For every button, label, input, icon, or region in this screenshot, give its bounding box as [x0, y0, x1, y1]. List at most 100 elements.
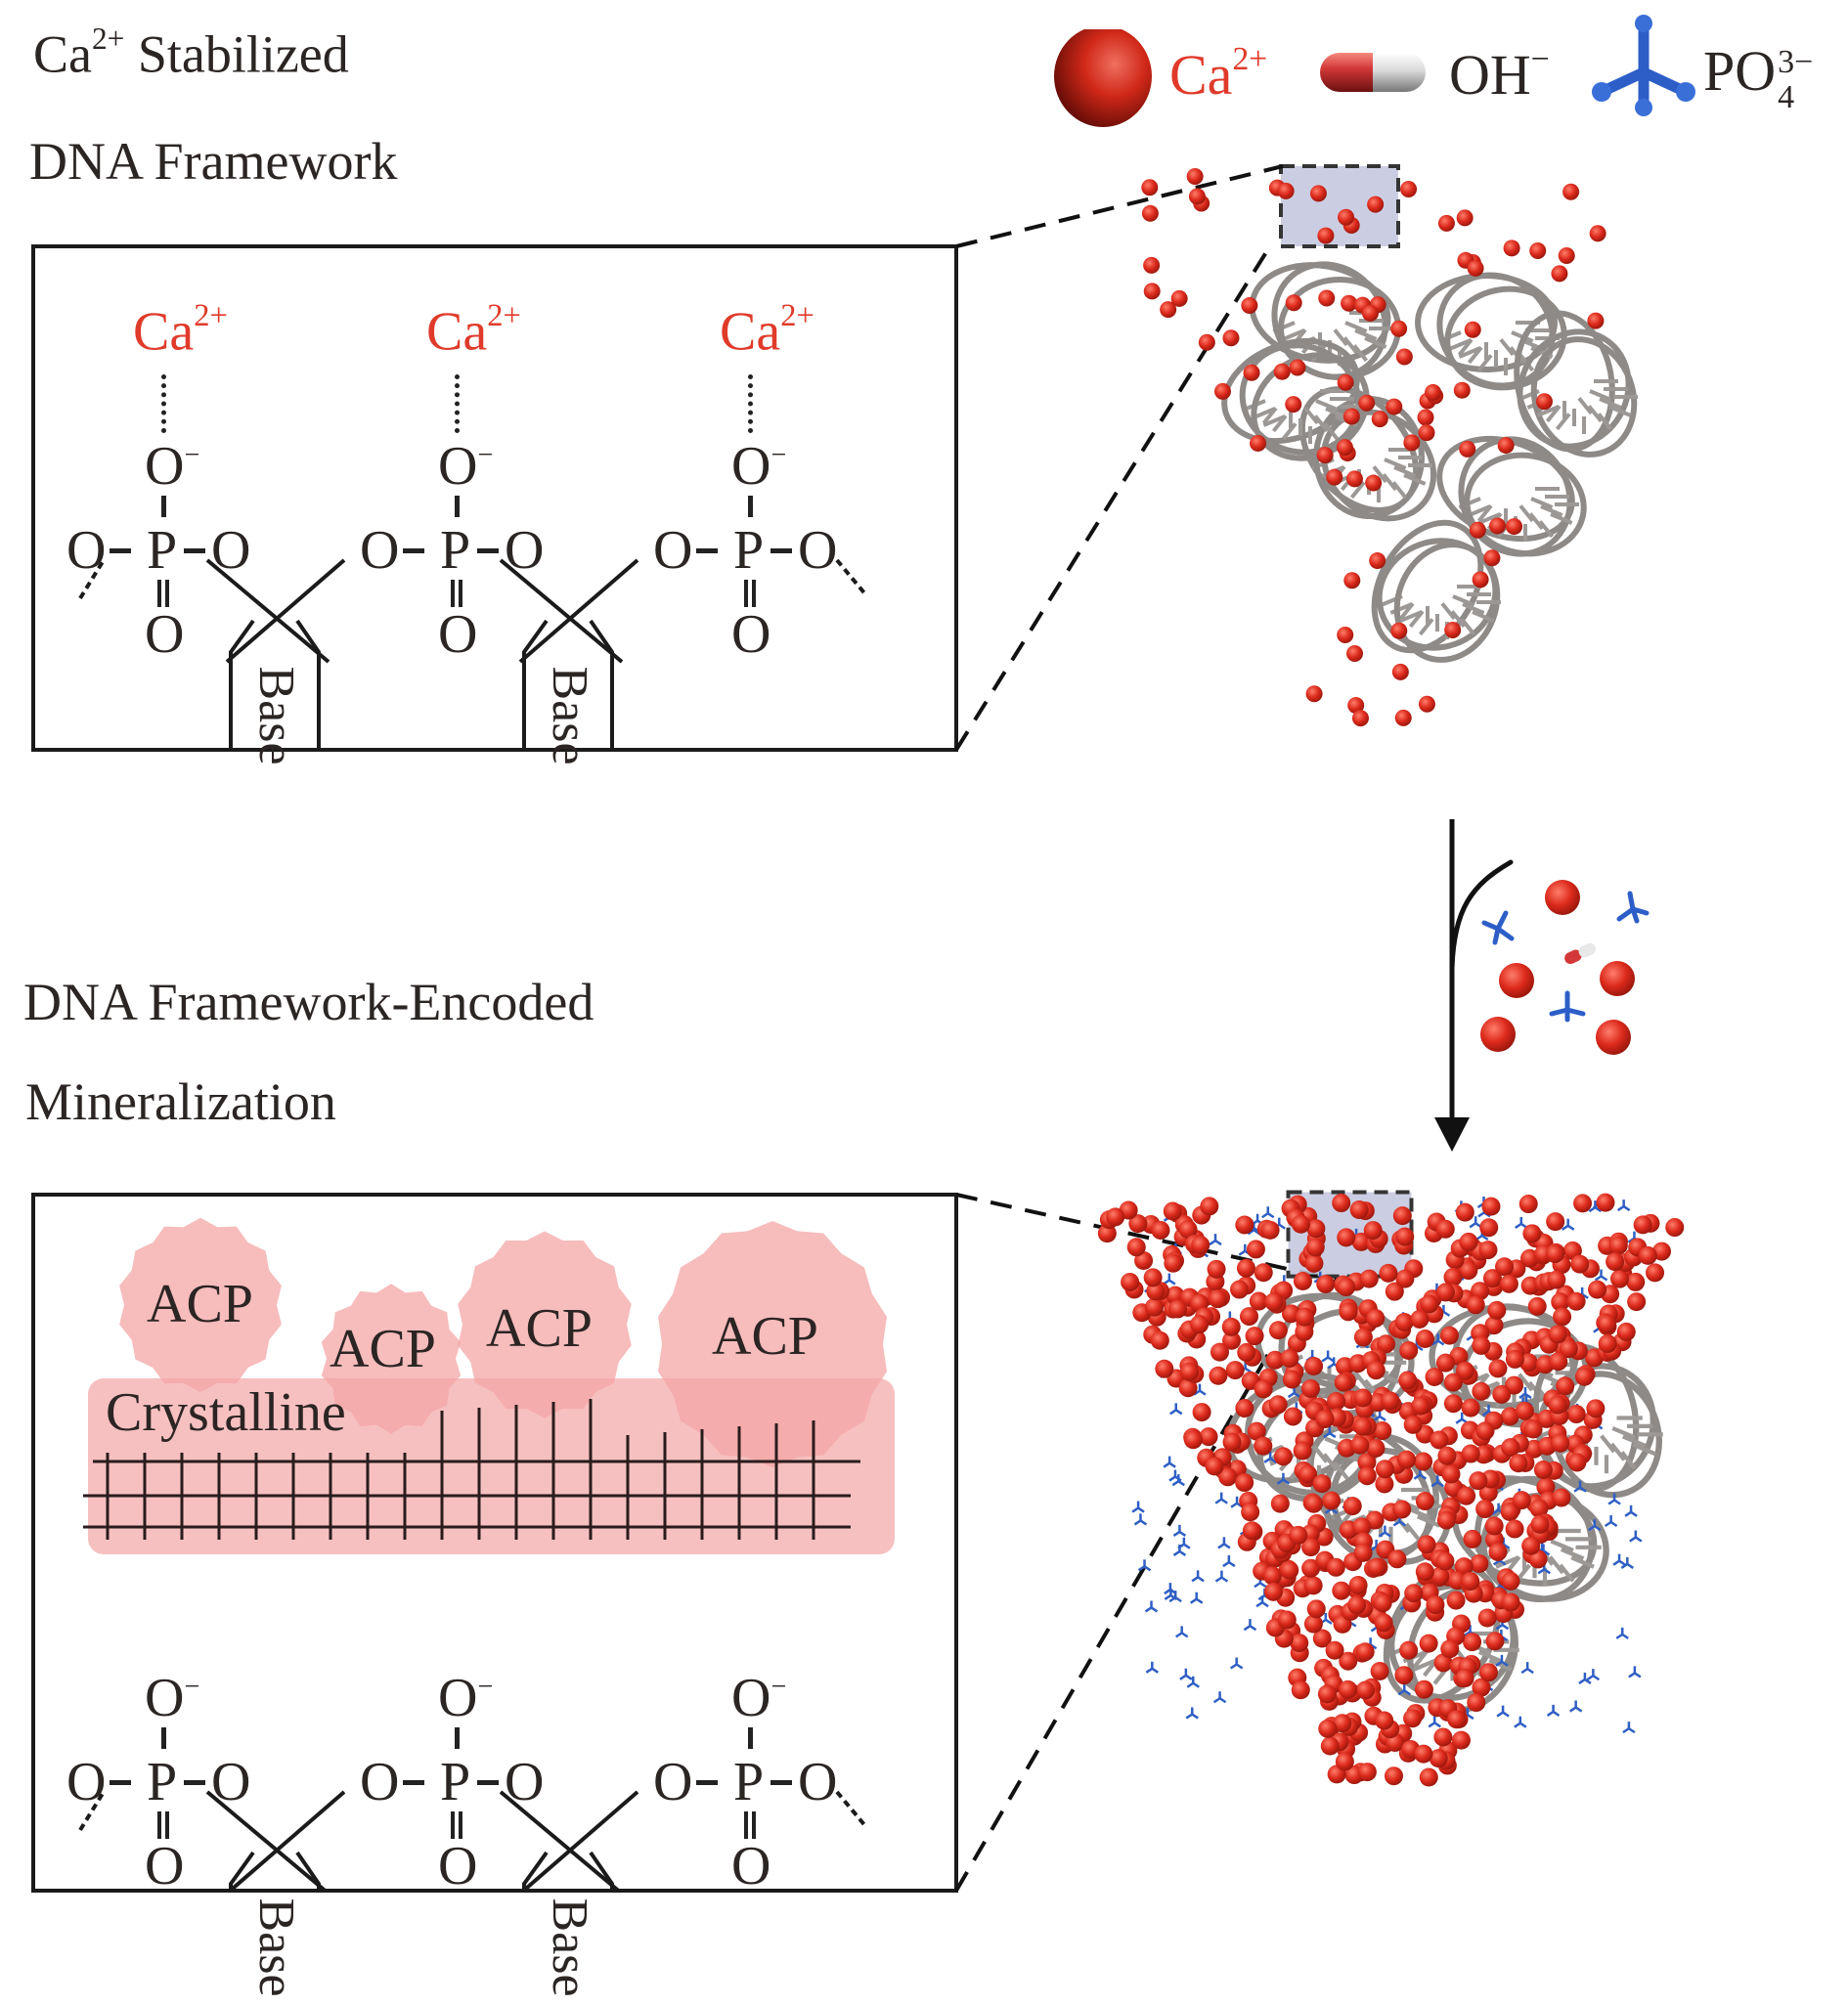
phosphate-ion [1615, 1627, 1629, 1639]
base-pair-rung [1609, 1442, 1627, 1461]
calcium-ion [1327, 1391, 1346, 1411]
calcium-ion [1535, 393, 1553, 411]
calcium-ion [1597, 1314, 1616, 1333]
phosphate-ion [1186, 1676, 1200, 1688]
calcium-ion [1467, 1693, 1486, 1713]
single-bond [455, 496, 460, 517]
calcium-ion [1478, 1241, 1498, 1260]
double-bond [157, 1811, 161, 1839]
calcium-ion [1455, 1202, 1474, 1222]
calcium-ion [1290, 1634, 1309, 1653]
phosphorus-atom: P [733, 1752, 765, 1812]
acp-particle [321, 1284, 462, 1434]
calcium-ion [1529, 1499, 1549, 1518]
calcium-ion [1198, 333, 1215, 351]
single-bond [770, 1780, 792, 1785]
calcium-ion [1339, 1679, 1358, 1699]
calcium-ion [1469, 521, 1486, 539]
reaction-arrow [1434, 819, 1514, 1152]
calcium-ion [1459, 1261, 1478, 1281]
oxygen-atom: O [360, 1752, 400, 1812]
calcium-ion [1254, 1263, 1273, 1283]
phosphate-ion [1622, 1722, 1636, 1734]
calcium-ion [1588, 1280, 1607, 1299]
base-label: Base [248, 666, 304, 765]
chain-continuation [835, 558, 868, 597]
phosphate-ion [1191, 1570, 1205, 1583]
calcium-ion [1598, 1333, 1617, 1353]
phosphate-ion [1496, 1705, 1510, 1718]
calcium-ion [1451, 1730, 1471, 1750]
calcium-ion [1573, 1194, 1593, 1213]
calcium-ion [1143, 256, 1161, 274]
calcium-ion [1254, 1379, 1273, 1399]
oxygen-atom: O [798, 520, 838, 581]
base-pair-rung [1303, 407, 1320, 425]
calcium-ion [1192, 1403, 1211, 1422]
calcium-ion [1289, 1525, 1308, 1545]
calcium-ion [1318, 289, 1336, 307]
mineral-layer [83, 1217, 895, 1554]
calcium-ion [1188, 188, 1206, 205]
calcium-ion [1506, 518, 1523, 536]
base-pair-rung [1611, 1426, 1636, 1440]
calcium-ion [1374, 1613, 1393, 1633]
calcium-ion [1440, 1639, 1460, 1659]
calcium-ion [1280, 1560, 1299, 1580]
calcium-ion [1353, 1388, 1373, 1408]
base-pair-rung [1399, 610, 1423, 623]
acp-label: ACP [147, 1274, 253, 1334]
phosphate-ion [1137, 1559, 1152, 1572]
calcium-ion [1495, 1257, 1515, 1277]
calcium-ion [1488, 1359, 1508, 1378]
sugar-bond [227, 1790, 346, 1891]
calcium-ion [1646, 1263, 1665, 1283]
calcium-ion [1337, 627, 1354, 644]
calcium-ion [1418, 424, 1435, 442]
base-pair-rung [1472, 610, 1495, 623]
calcium-ion [1467, 259, 1484, 277]
hydroxide-capsule-icon [1320, 53, 1426, 92]
calcium-ion [1326, 1557, 1345, 1577]
calcium-ion [1353, 1543, 1373, 1562]
calcium-ion [1394, 1313, 1414, 1332]
zoom-line-bottom-upper [955, 1193, 1341, 1283]
calcium-ion [1459, 440, 1476, 458]
base-pair-rung [1477, 512, 1501, 525]
calcium-ion [1373, 1593, 1392, 1613]
calcium-ion [1207, 1259, 1226, 1279]
calcium-ion [1178, 1378, 1198, 1398]
calcium-ion [1665, 1218, 1685, 1238]
phosphate-ion [1546, 1704, 1561, 1717]
legend-hydroxide-label: OH− [1449, 41, 1550, 108]
calcium-ion [1375, 1460, 1394, 1479]
calcium-ion [1419, 1634, 1438, 1653]
calcium-ion [1487, 1300, 1507, 1320]
oxygen-atom: O [798, 1752, 838, 1812]
base-pair-rung [1313, 414, 1330, 433]
phosphate-ion [1378, 1525, 1392, 1538]
calcium-ion [1168, 1299, 1188, 1319]
hydroxide-ion [1564, 942, 1597, 965]
calcium-ion [1357, 1453, 1377, 1472]
oxygen-atom: O [653, 520, 693, 581]
calcium-ion [1415, 1330, 1434, 1349]
calcium-ion [1446, 1591, 1466, 1610]
base-box [229, 1851, 321, 1891]
phosphate-ion [1163, 1456, 1176, 1468]
base-pair-rung [1403, 473, 1427, 486]
phosphate-ion [1616, 1199, 1631, 1212]
base-pair-rung [1253, 407, 1276, 419]
calcium-ion [1268, 1395, 1288, 1415]
calcium-ion [1436, 1510, 1456, 1530]
calcium-ion [1456, 209, 1474, 227]
calcium-ion [1419, 1767, 1438, 1787]
phosphate-ion [1185, 1707, 1199, 1720]
calcium-ion [1633, 1215, 1652, 1235]
base-pair-rung [1555, 413, 1571, 431]
phosphate-ion [1481, 891, 1650, 1023]
oxygen-atom: O [438, 1836, 478, 1897]
calcium-ion [1426, 1595, 1445, 1615]
calcium-ion [1545, 880, 1580, 915]
calcium-ion [1141, 204, 1159, 222]
